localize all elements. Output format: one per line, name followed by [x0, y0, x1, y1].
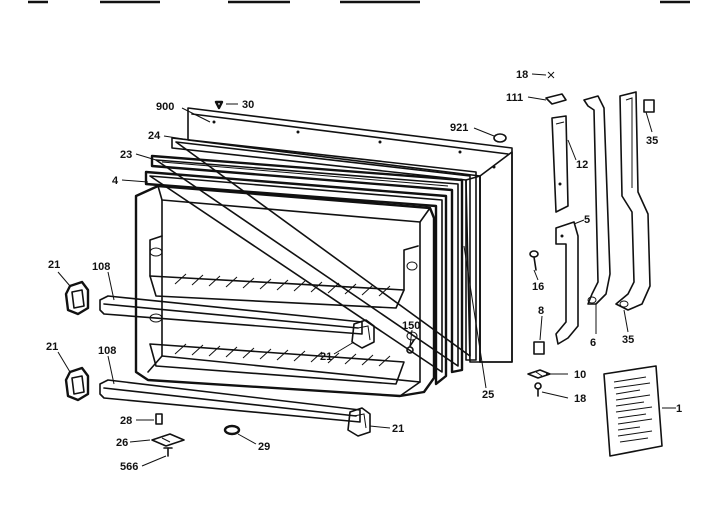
callout-8: 8 — [538, 305, 544, 317]
callout-23: 23 — [120, 149, 132, 161]
upper-bar-end-cap — [351, 319, 375, 349]
callout-108-lower: 108 — [98, 345, 116, 357]
screw-18-top — [547, 71, 555, 79]
clip-111 — [545, 93, 567, 105]
callout-18-lower: 18 — [574, 393, 586, 405]
callout-566: 566 — [120, 461, 138, 473]
callout-35-bottom: 35 — [622, 334, 634, 346]
handle-5 — [555, 221, 579, 345]
upper-shelf-ribs — [174, 273, 391, 297]
callout-21-lower-cap: 21 — [392, 423, 404, 435]
part-26 — [151, 433, 185, 447]
callout-30: 30 — [242, 99, 254, 111]
handle-cover-35 — [615, 91, 651, 311]
instruction-card-1 — [603, 365, 663, 457]
upper-shelf-bar — [99, 295, 363, 335]
leader-lines — [57, 73, 676, 467]
door-liner — [134, 184, 436, 398]
cap-35 — [643, 99, 655, 113]
card-text-lines — [613, 376, 653, 443]
left-upper-end-cap — [64, 280, 90, 316]
screw-566 — [163, 447, 173, 457]
lower-bar-end-cap — [347, 407, 371, 437]
callout-12: 12 — [576, 159, 588, 171]
callout-108-upper: 108 — [92, 261, 110, 273]
callout-21-left-lower: 21 — [46, 341, 58, 353]
plug-29 — [223, 424, 241, 436]
callout-28: 28 — [120, 415, 132, 427]
callout-29: 29 — [258, 441, 270, 453]
callout-900: 900 — [156, 101, 174, 113]
breaker-strip — [150, 154, 464, 374]
screw-16 — [529, 250, 539, 271]
callout-10: 10 — [574, 369, 586, 381]
screw-30 — [214, 100, 224, 110]
callout-24: 24 — [148, 130, 161, 142]
callout-26: 26 — [116, 437, 128, 449]
callout-25: 25 — [482, 389, 494, 401]
screw-150 — [406, 339, 415, 354]
callout-150: 150 — [402, 320, 420, 332]
callout-21-upper-cap: 21 — [320, 351, 332, 363]
callout-6: 6 — [590, 337, 596, 349]
callout-4: 4 — [112, 175, 119, 187]
handle-bracket-12 — [551, 115, 569, 213]
callout-18-top: 18 — [516, 69, 528, 81]
callout-111: 111 — [506, 92, 523, 104]
door-gasket — [171, 137, 477, 361]
plug-921 — [493, 133, 507, 143]
callout-5: 5 — [584, 214, 590, 226]
handle-trim-6 — [583, 95, 611, 305]
block-8 — [533, 341, 545, 355]
callout-21-left-upper: 21 — [48, 259, 60, 271]
lower-shelf-ribs — [174, 343, 391, 367]
lower-shelf-bar — [99, 379, 361, 423]
callout-labels: 18 111 900 30 921 24 12 35 23 4 5 21 108… — [46, 69, 682, 473]
callout-16: 16 — [532, 281, 544, 293]
callout-921: 921 — [450, 122, 468, 134]
screw-18-lower — [534, 382, 542, 397]
left-lower-end-cap — [64, 366, 90, 402]
callout-35-top: 35 — [646, 135, 658, 147]
callout-1: 1 — [676, 403, 682, 415]
inner-frame — [144, 170, 448, 386]
part-28 — [155, 413, 163, 425]
